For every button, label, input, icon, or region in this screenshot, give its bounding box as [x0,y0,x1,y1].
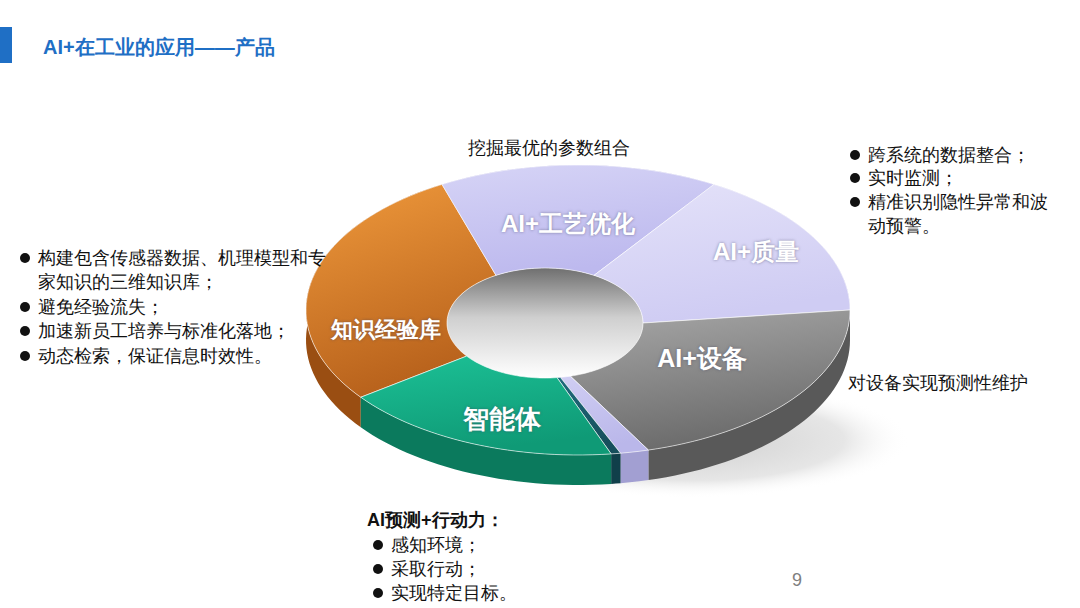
title-bar [0,27,12,63]
bullet-item: 加速新员工培养与标准化落地； [20,319,338,343]
bullet-item: 实现特定目标。 [373,581,591,605]
segment-label-box: AI+设备 [657,342,747,375]
bullet-item: 构建包含传感器数据、机理模型和专家知识的三维知识库； [20,246,328,294]
bullet-item: 实时监测； [850,166,1078,190]
bullet-item: 避免经验流失； [20,295,328,319]
segment-name: AI+质量 [713,236,799,268]
bullet-item: 精准识别隐性异常和波动预警。 [850,190,1050,238]
bullet-item: 采取行动； [373,557,591,581]
segment-label-box: 智能体 [463,402,541,437]
segment-label-box: 知识经验库 [331,315,441,345]
segment-name: 知识经验库 [331,315,441,345]
page-number: 9 [792,568,822,592]
segment-name: 智能体 [463,402,541,437]
callout-text: 挖掘最优的参数组合 [468,136,728,160]
hole [447,268,643,378]
bullet-item: 感知环境； [373,533,591,557]
callout-text: 对设备实现预测性维护 [848,371,1068,395]
segment-label-box: AI+质量 [713,236,799,268]
slide-title: AI+在工业的应用——产品 [43,34,275,61]
segment-name: AI+工艺优化 [501,208,635,240]
segment-name: AI+设备 [657,342,747,375]
agent-segment [361,356,611,455]
list-heading: AI预测+行动力： [367,508,567,532]
quality-segment [594,184,850,323]
bullet-item: 动态检索，保证信息时效性。 [20,344,338,368]
bullet-item: 跨系统的数据整合； [850,143,1078,167]
segment-label-box: AI+工艺优化 [501,208,635,240]
segment-wall [611,453,620,484]
segment-wall [621,450,649,483]
